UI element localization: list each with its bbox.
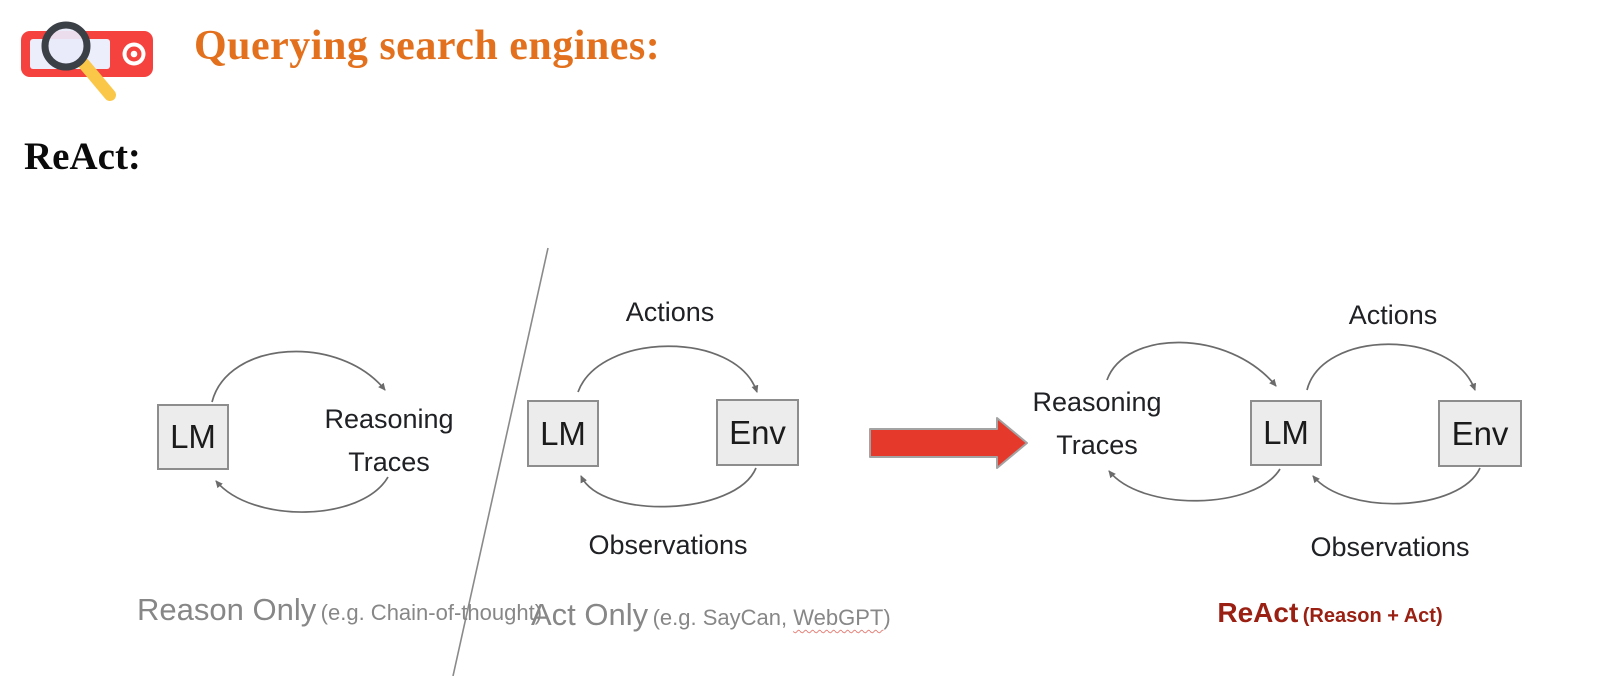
act-only-caption-note: (e.g. SayCan, WebGPT) — [653, 605, 891, 630]
traces-line: Traces — [348, 447, 430, 477]
act-only-lm-box: LM — [527, 400, 599, 467]
reason-only-top-arc — [211, 350, 386, 403]
reason-only-caption-note: (e.g. Chain-of-thought) — [320, 600, 543, 625]
react-caption-main: ReAct — [1217, 597, 1299, 628]
act-only-actions-label: Actions — [625, 297, 715, 327]
act-only-note-prefix: (e.g. SayCan, — [652, 605, 794, 630]
act-only-actions-arc — [577, 345, 759, 393]
react-observations-label: Observations — [1310, 532, 1470, 562]
react-reasoning-bottom-arc — [1108, 468, 1281, 502]
react-actions-label: Actions — [1348, 300, 1438, 330]
react-actions-arc — [1306, 343, 1477, 391]
react-lm-box: LM — [1250, 400, 1322, 466]
act-only-note-suffix: ) — [883, 605, 891, 630]
magnifier-lens — [41, 21, 91, 71]
reason-only-caption: Reason Only (e.g. Chain-of-thought) — [137, 592, 542, 628]
reason-only-lm-box: LM — [157, 404, 229, 470]
react-observations-arc — [1312, 467, 1481, 505]
reason-only-bottom-arc — [215, 476, 389, 513]
act-only-env-box: Env — [716, 399, 799, 466]
react-section-heading: ReAct: — [24, 135, 141, 178]
act-only-note-webgpt: WebGPT — [793, 605, 884, 630]
reason-only-reasoning-traces-label: Reasoning Traces — [308, 398, 470, 484]
page-title: Querying search engines: — [194, 23, 661, 69]
act-only-caption-main: Act Only — [531, 597, 649, 632]
magnifier-handle — [78, 58, 116, 101]
react-env-box: Env — [1438, 400, 1522, 467]
reasoning-line: Reasoning — [324, 404, 454, 434]
react-reasoning-traces-label: Reasoning Traces — [1016, 381, 1178, 467]
search-bar-magnifier-icon — [21, 21, 153, 101]
red-arrow-icon — [869, 417, 1028, 469]
reason-only-caption-main: Reason Only — [137, 592, 317, 627]
act-only-observations-label: Observations — [588, 530, 748, 560]
react-caption-note: (Reason + Act) — [1302, 605, 1443, 627]
separator-line — [452, 247, 549, 676]
react-caption: ReAct (Reason + Act) — [1200, 597, 1460, 629]
reasoning-line: Reasoning — [1032, 387, 1162, 417]
react-reasoning-top-arc — [1106, 341, 1277, 387]
search-bar-button-center — [130, 50, 138, 58]
traces-line: Traces — [1056, 430, 1138, 460]
act-only-caption: Act Only (e.g. SayCan, WebGPT) — [531, 597, 891, 633]
act-only-observations-arc — [580, 467, 757, 508]
